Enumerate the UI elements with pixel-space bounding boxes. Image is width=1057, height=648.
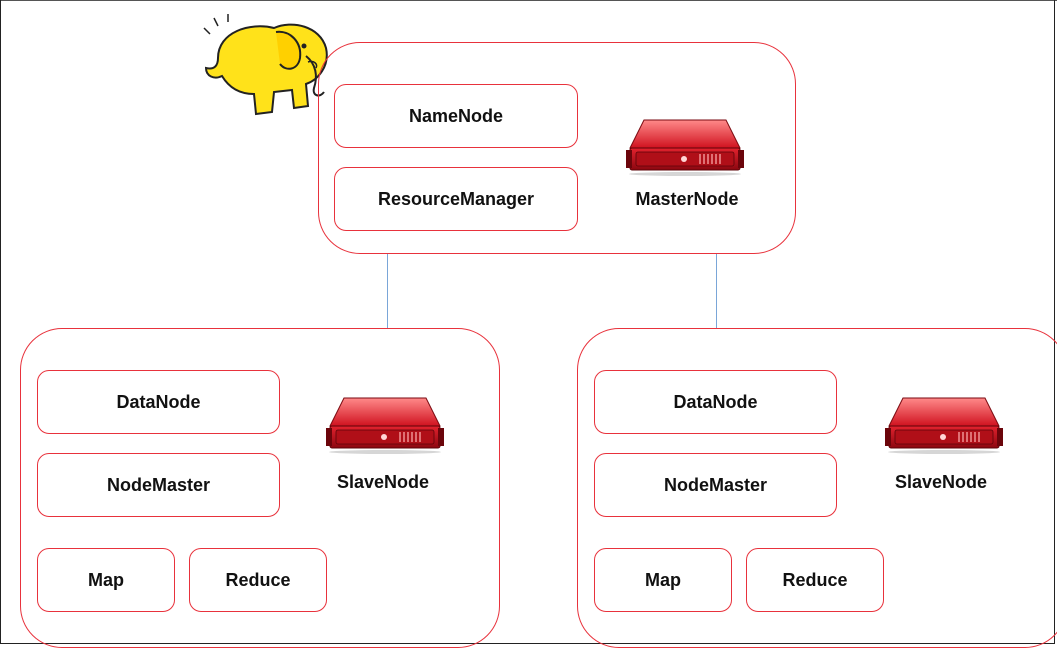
connector-master-to-slave-left bbox=[387, 254, 388, 328]
server-icon bbox=[885, 397, 1004, 454]
server-icon bbox=[626, 119, 745, 176]
master-node-label: MasterNode bbox=[635, 189, 739, 209]
frame-top-border bbox=[0, 0, 1057, 1]
nodemaster-box: NodeMaster bbox=[37, 453, 280, 517]
namenode-box: NameNode bbox=[334, 84, 578, 148]
slave-node-label: SlaveNode bbox=[894, 472, 988, 492]
connector-master-to-slave-right bbox=[716, 254, 717, 328]
slave-node-label: SlaveNode bbox=[336, 472, 430, 492]
master-node bbox=[318, 42, 796, 254]
server-icon bbox=[326, 397, 445, 454]
nodemaster-box: NodeMaster bbox=[594, 453, 837, 517]
hadoop-elephant-logo bbox=[203, 14, 328, 116]
reduce-task-box: Reduce bbox=[189, 548, 327, 612]
datanode-box: DataNode bbox=[37, 370, 280, 434]
reduce-task-box: Reduce bbox=[746, 548, 884, 612]
map-task-box: Map bbox=[37, 548, 175, 612]
resourcemanager-box: ResourceManager bbox=[334, 167, 578, 231]
datanode-box: DataNode bbox=[594, 370, 837, 434]
map-task-box: Map bbox=[594, 548, 732, 612]
